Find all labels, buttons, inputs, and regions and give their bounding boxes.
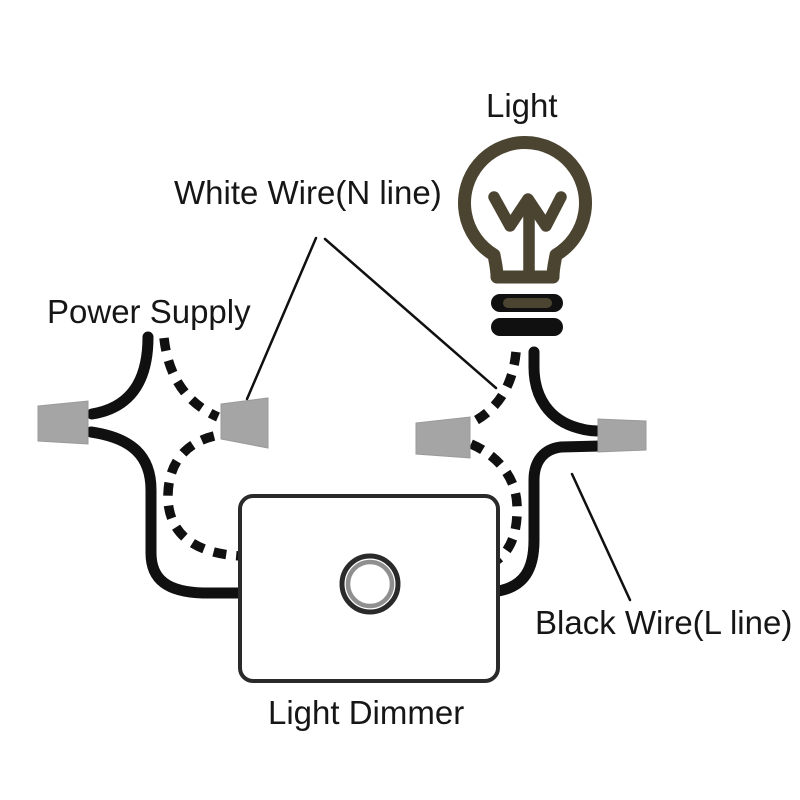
white-wire-pointer-left [245, 236, 318, 401]
light-cable [466, 346, 607, 437]
bulb-outline [458, 136, 592, 284]
power-solid-wire [86, 331, 154, 420]
light-dimmer-label: Light Dimmer [268, 694, 465, 731]
pointer-lines [245, 236, 632, 602]
white-wire-label: White Wire(N line) [174, 174, 442, 211]
dimmer-left-dashed-wire [163, 431, 242, 561]
light-dimmer-box [238, 494, 500, 683]
power-supply-cable [86, 331, 221, 422]
dimmer-right-dashed-wire [469, 439, 522, 567]
dimmer-knob-ring [345, 559, 395, 609]
wire-nut-left-icon [37, 400, 89, 445]
wire-nut-mid-right-icon [415, 416, 471, 459]
light-dashed-wire [466, 351, 521, 429]
bulb-base-bar-2 [491, 318, 563, 336]
white-wire-pointer-right [323, 237, 498, 390]
light-solid-wire [528, 346, 607, 437]
dimmer-right-wires [469, 439, 607, 598]
light-bulb-icon [458, 136, 592, 336]
bulb-filament [488, 191, 567, 232]
black-wire-label: Black Wire(L line) [535, 604, 793, 641]
wire-nut-right-icon [597, 418, 647, 453]
dimmer-left-solid-wire [85, 426, 249, 599]
dimmer-right-solid-wire [485, 440, 607, 598]
wire-nut-mid-left-icon [220, 397, 269, 449]
light-label: Light [486, 87, 558, 124]
power-dashed-wire [159, 337, 221, 422]
bulb-base-bar-1-inner [503, 298, 552, 308]
black-wire-pointer [570, 472, 632, 602]
power-supply-label: Power Supply [47, 293, 251, 330]
dimmer-left-wires [85, 426, 249, 599]
